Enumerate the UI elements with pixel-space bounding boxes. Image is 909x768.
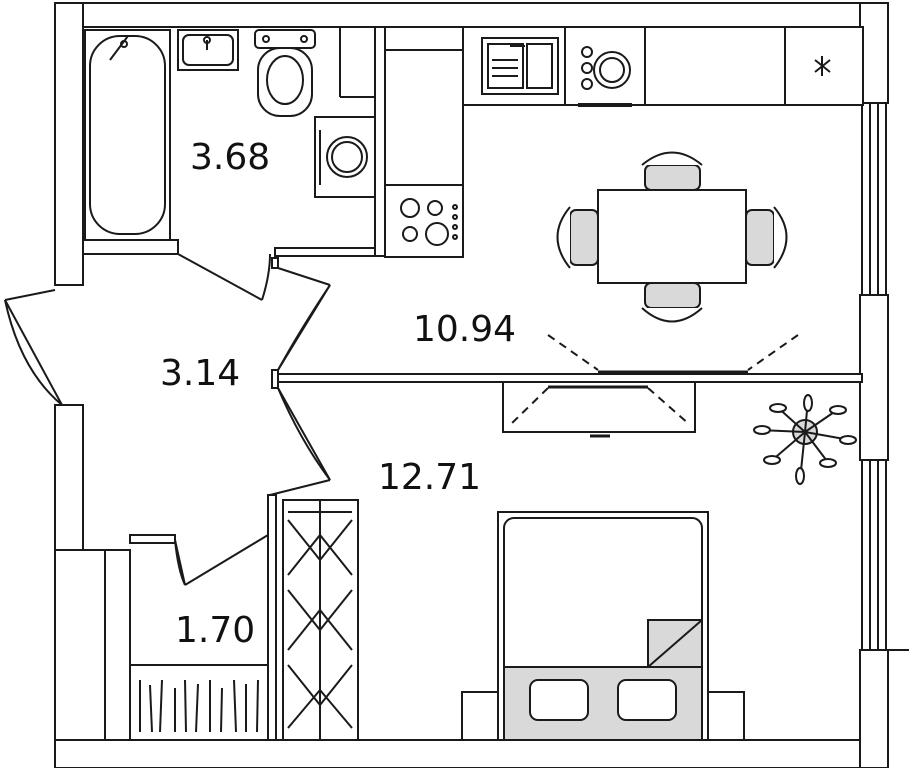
plant-icon: [753, 394, 857, 485]
chair-icon: [745, 206, 788, 269]
stove-icon: [384, 184, 464, 258]
dishwasher-icon: [578, 46, 632, 107]
door-icon: [269, 387, 331, 496]
window-icon: [861, 102, 887, 296]
room-area-bathroom: 3.68: [190, 137, 271, 178]
pillow-icon: [529, 679, 589, 721]
room-area-kitchen: 10.94: [413, 309, 517, 350]
room-area-bedroom: 12.71: [378, 457, 482, 498]
window-icon: [861, 459, 887, 651]
wardrobe-icon: [282, 499, 359, 741]
pillow-icon: [617, 679, 677, 721]
dining-table-icon: [597, 189, 747, 284]
light-fixture: [547, 334, 799, 371]
shelf-icon: [129, 664, 269, 741]
chair-icon: [641, 151, 703, 191]
toilet-icon: [254, 29, 316, 117]
fridge-icon: [814, 56, 831, 76]
chair-icon: [641, 282, 703, 323]
door-icon: [4, 289, 63, 406]
washing-machine-icon: [314, 116, 376, 198]
door-icon: [174, 534, 269, 586]
sink-icon: [177, 29, 239, 71]
bed-icon: [461, 511, 745, 741]
door-icon: [177, 253, 271, 301]
bathtub-icon: [84, 29, 171, 241]
kitchen-sink-icon: [481, 37, 559, 95]
outer-walls: [54, 2, 909, 768]
room-area-storage: 1.70: [175, 610, 256, 651]
door-icon: [277, 267, 331, 371]
room-area-hallway: 3.14: [160, 353, 241, 394]
tv-icon: [502, 381, 696, 438]
chair-icon: [556, 206, 599, 269]
